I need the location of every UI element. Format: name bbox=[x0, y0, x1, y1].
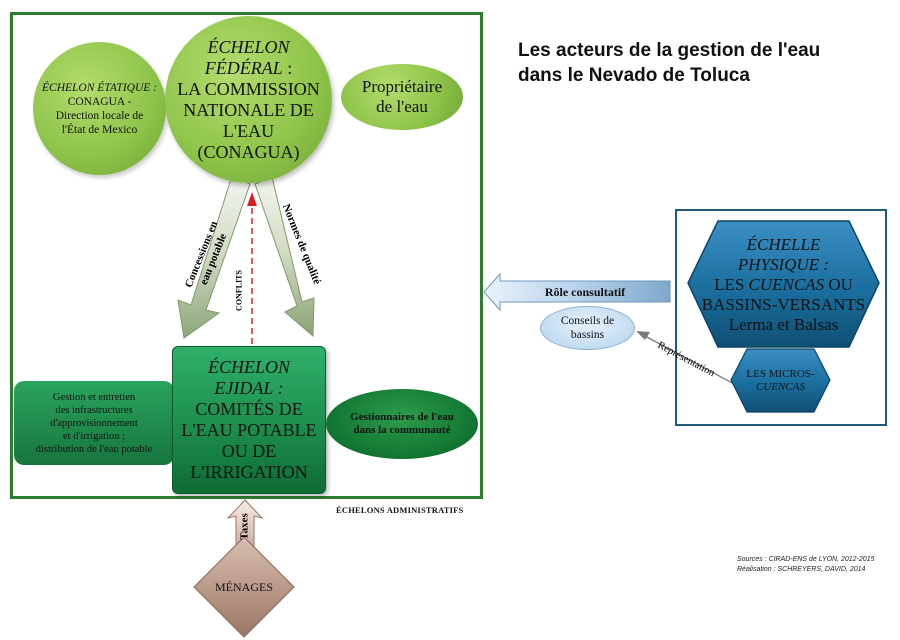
title-line-2: dans le Nevado de Toluca bbox=[518, 65, 750, 86]
infra-line-4: et d'irrigation ; bbox=[63, 430, 125, 442]
federal-heading-word: FÉDÉRAL bbox=[204, 57, 283, 78]
basin-councils-ellipse: Conseils de bassins bbox=[540, 306, 635, 350]
physical-heading-2: PHYSIQUE : bbox=[737, 255, 830, 274]
micro-cuencas-text: LES MICROS- CUENCAS bbox=[731, 350, 830, 411]
infrastructure-management-box: Gestion et entretien des infrastructures… bbox=[14, 381, 174, 465]
taxes-arrow bbox=[226, 499, 264, 553]
managers-line-2: dans la communauté bbox=[353, 424, 451, 436]
micro-cuencas-hexagon bbox=[730, 348, 831, 413]
state-level-heading: ÉCHELON ÉTATIQUE : bbox=[42, 81, 157, 94]
administrative-levels-label: ÉCHELONS ADMINISTRATIFS bbox=[336, 505, 464, 515]
federal-acronym: (CONAGUA) bbox=[197, 141, 300, 162]
federal-commission-3: L'EAU bbox=[222, 120, 275, 141]
infra-line-5: distribution de l'eau potable bbox=[35, 443, 153, 455]
diagram-title: Les acteurs de la gestion de l'eau dans … bbox=[518, 38, 820, 88]
taxes-label: Taxes bbox=[238, 513, 251, 540]
managers-line-1: Gestionnaires de l'eau bbox=[350, 411, 454, 423]
physical-cuencas-suffix: OU bbox=[824, 275, 853, 294]
concessions-arrow bbox=[177, 175, 251, 339]
water-owner-ellipse: Propriétaire de l'eau bbox=[341, 64, 463, 130]
ejidal-heading: ÉCHELON bbox=[207, 357, 290, 377]
infra-line-1: Gestion et entretien bbox=[52, 391, 136, 403]
physical-rivers: Lerma et Balsas bbox=[728, 315, 839, 334]
infra-line-3: d'approvisionnement bbox=[50, 417, 138, 429]
basins-line-2: bassins bbox=[570, 329, 605, 341]
micro-line-1: LES MICROS- bbox=[746, 367, 815, 380]
federal-heading: ÉCHELON bbox=[207, 36, 290, 57]
ejidal-committees-3: OU DE bbox=[221, 441, 277, 461]
federal-commission-2: NATIONALE DE bbox=[183, 99, 314, 120]
state-direction-place: l'État de Mexico bbox=[61, 123, 138, 136]
state-agency: CONAGUA - bbox=[67, 95, 132, 108]
representation-line bbox=[644, 335, 735, 385]
physical-cuencas: LES CUENCAS OU bbox=[714, 275, 853, 295]
conflicts-arrowhead bbox=[247, 192, 257, 206]
basins-line-1: Conseils de bbox=[560, 315, 615, 327]
physical-heading: ÉCHELLE bbox=[746, 235, 821, 254]
consultative-arrow bbox=[483, 272, 671, 312]
state-direction: Direction locale de bbox=[55, 109, 144, 122]
federal-heading-2: FÉDÉRAL : bbox=[205, 58, 293, 79]
title-line-1: Les acteurs de la gestion de l'eau bbox=[518, 40, 821, 61]
physical-scale-frame bbox=[675, 209, 887, 426]
physical-watersheds: BASSINS-VERSANTS bbox=[701, 295, 866, 314]
ejidal-committees-2: L'EAU POTABLE bbox=[181, 420, 317, 440]
administrative-levels-frame bbox=[10, 12, 483, 499]
physical-cuencas-prefix: LES bbox=[714, 275, 749, 294]
representation-arrowhead bbox=[636, 331, 650, 340]
credits-line: Réalisation : SCHREYERS, DAVID, 2014 bbox=[737, 566, 866, 573]
physical-scale-hexagon bbox=[687, 220, 880, 348]
state-level-circle: ÉCHELON ÉTATIQUE : CONAGUA - Direction l… bbox=[33, 42, 166, 175]
federal-heading-colon: : bbox=[282, 57, 293, 78]
ejidal-heading-2: EJIDAL : bbox=[214, 378, 284, 398]
federal-level-circle: ÉCHELON FÉDÉRAL : LA COMMISSION NATIONAL… bbox=[165, 16, 332, 183]
households-diamond bbox=[193, 536, 295, 638]
ejidal-committees-4: L'IRRIGATION bbox=[190, 462, 308, 482]
community-managers-ellipse: Gestionnaires de l'eau dans la communaut… bbox=[326, 389, 478, 459]
consultative-role-label: Rôle consultatif bbox=[544, 285, 626, 299]
households-label: MÉNAGES bbox=[214, 579, 273, 594]
conflicts-label: CONFLITS bbox=[234, 270, 244, 311]
sources-line: Sources : CIRAD-ENS de LYON, 2012-2015 bbox=[737, 556, 875, 563]
federal-commission-1: LA COMMISSION bbox=[177, 78, 320, 99]
physical-scale-text: ÉCHELLE PHYSIQUE : LES CUENCAS OU BASSIN… bbox=[688, 224, 879, 346]
infra-line-2: des infrastructures bbox=[55, 404, 133, 416]
ejidal-committees-1: COMITÉS DE bbox=[195, 399, 303, 419]
sources-note: Sources : CIRAD-ENS de LYON, 2012-2015 R… bbox=[737, 555, 874, 575]
physical-cuencas-word: CUENCAS bbox=[748, 275, 825, 294]
owner-line-2: de l'eau bbox=[376, 97, 428, 116]
micro-line-2: CUENCAS bbox=[756, 380, 805, 393]
ejidal-level-box: ÉCHELON EJIDAL : COMITÉS DE L'EAU POTABL… bbox=[172, 346, 326, 494]
owner-line-1: Propriétaire bbox=[361, 77, 443, 96]
norms-arrow bbox=[254, 176, 315, 338]
